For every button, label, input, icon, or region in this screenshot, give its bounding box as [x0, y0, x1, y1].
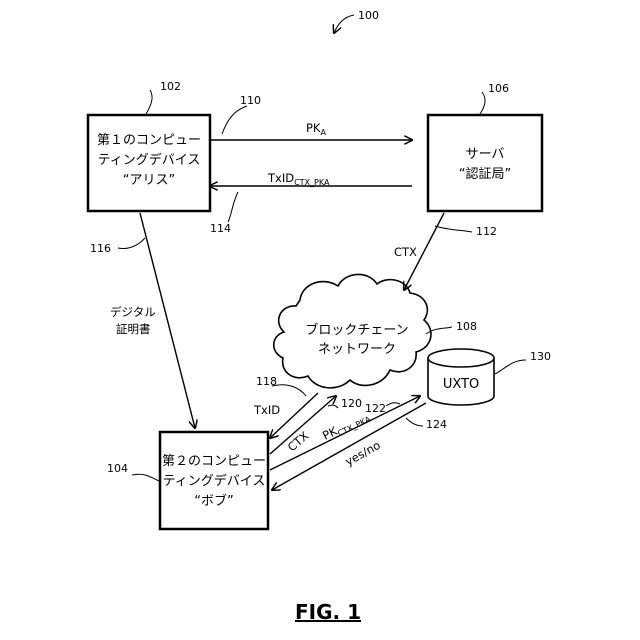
arrow-ctx-server: CTX 112 [394, 213, 497, 290]
alice-line3: “アリス” [123, 173, 175, 188]
digital-cert-arrow-line [140, 213, 195, 428]
bob-ref: 104 [107, 462, 128, 475]
pk-a-ref: 110 [240, 94, 261, 107]
utxo-database: UXTO 130 [428, 349, 551, 405]
yes-no-ref: 124 [426, 418, 447, 431]
server-box [428, 115, 542, 211]
ctx-bob-label: CTX [285, 429, 312, 455]
pk-ctx-pka-ref-leader [386, 403, 400, 406]
server-ref-leader [480, 92, 485, 114]
alice-ref-leader [146, 90, 152, 114]
bob-line2: ティングデバイス [163, 473, 266, 489]
alice-line2: ティングデバイス [98, 152, 201, 168]
arrow-txid-bob: TxID 118 [253, 375, 318, 438]
pk-ctx-pka-ref: 122 [365, 402, 386, 415]
pk-a-ref-leader [222, 106, 247, 134]
alice-device: 第１のコンピュー ティングデバイス “アリス” 102 [88, 80, 210, 211]
txid-bob-ref-leader [272, 385, 306, 396]
bob-line1: 第２のコンピュー [162, 454, 266, 469]
blockchain-line1: ブロックチェーン [305, 322, 408, 338]
server-line2: “認証局” [459, 166, 511, 182]
ctx-bob-ref: 120 [341, 397, 362, 410]
digital-cert-ref: 116 [90, 242, 111, 255]
alice-ref: 102 [160, 80, 181, 93]
figure-number: 100 [358, 9, 379, 22]
figure-ref-100: 100 [334, 9, 379, 33]
bob-device: 第２のコンピュー ティングデバイス “ボブ” 104 [107, 432, 268, 529]
txid-ctx-pka-label: TxIDCTX_PKA [267, 171, 330, 187]
digital-cert-line2: 証明書 [116, 322, 151, 336]
bob-ref-leader [132, 474, 159, 481]
txid-bob-ref: 118 [256, 375, 277, 388]
arrow-txid-ctx-pka: TxIDCTX_PKA 114 [210, 171, 412, 235]
yes-no-ref-leader [406, 418, 423, 426]
pk-a-sub: A [320, 128, 326, 137]
ctx-bob-ref-leader [328, 405, 338, 408]
alice-line1: 第１のコンピュー [97, 133, 201, 148]
pk-a-main: PK [306, 121, 321, 135]
txid-bob-label: TxID [253, 403, 280, 417]
blockchain-line2: ネットワーク [318, 342, 396, 357]
pk-a-label: PKA [306, 121, 326, 137]
yes-no-label: yes/no [343, 438, 383, 469]
blockchain-ref: 108 [456, 320, 477, 333]
figure-caption: FIG. 1 [295, 600, 361, 624]
ctx-server-ref: 112 [476, 225, 497, 238]
txid-ctx-pka-ref: 114 [210, 222, 231, 235]
txid-ctx-pka-ref-leader [228, 192, 238, 222]
pk-ctx-pka-sub: CTX_PKA [336, 414, 372, 438]
server-device: サーバ “認証局” 106 [428, 82, 542, 211]
server-ref: 106 [488, 82, 509, 95]
utxo-cylinder-top [428, 349, 494, 367]
server-line1: サーバ [466, 147, 505, 162]
utxo-label: UXTO [443, 377, 479, 392]
digital-cert-ref-leader [118, 238, 145, 249]
ctx-server-ref-leader [435, 226, 472, 232]
utxo-ref-leader [495, 360, 526, 374]
arrow-pk-a: PKA 110 [210, 94, 412, 140]
txid-ctx-pka-main: TxID [267, 171, 294, 185]
digital-cert-line1: デジタル [110, 305, 156, 319]
bob-line3: “ボブ” [194, 493, 233, 509]
ctx-server-label: CTX [394, 245, 417, 259]
utxo-ref: 130 [530, 350, 551, 363]
txid-ctx-pka-sub: CTX_PKA [294, 178, 330, 187]
arrow-digital-cert: デジタル 証明書 116 [90, 213, 195, 428]
